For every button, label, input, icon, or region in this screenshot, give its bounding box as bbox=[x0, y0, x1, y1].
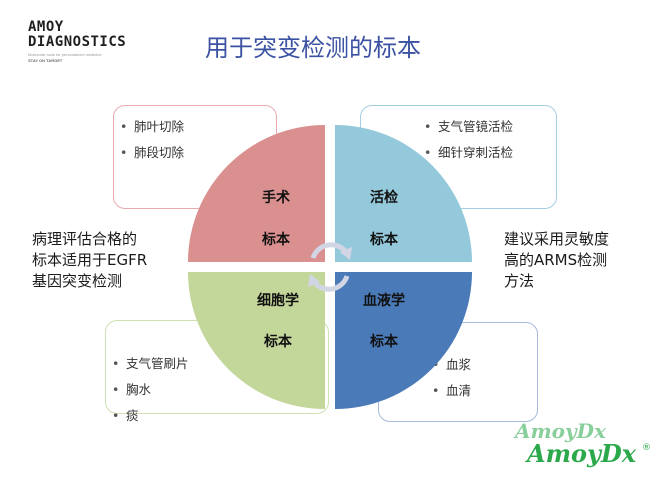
logo-subtitle: Molecular tools for personalized medicin… bbox=[28, 52, 102, 57]
blood-label-line2: 标本 bbox=[369, 333, 399, 350]
list-item: • 血清 bbox=[432, 378, 471, 404]
list-item-text: 胸水 bbox=[126, 382, 152, 397]
list-item: • 肺段切除 bbox=[120, 140, 184, 166]
list-item: • 支气管刷片 bbox=[112, 351, 189, 377]
biopsy-label-line2: 标本 bbox=[369, 231, 399, 248]
cytology-quadrant bbox=[188, 272, 325, 409]
list-item-text: 肺段切除 bbox=[134, 145, 185, 160]
list-item-text: 痰 bbox=[126, 408, 139, 423]
list-item-text: 支气管刷片 bbox=[126, 356, 189, 371]
cycle-arrows-icon bbox=[310, 242, 350, 292]
company-logo: AMOY DIAGNOSTICS Molecular tools for per… bbox=[28, 19, 127, 64]
list-item: • 细针穿刺活检 bbox=[424, 140, 513, 166]
cytology-list: •支气管刷片 •胸水 •痰 bbox=[112, 351, 189, 429]
bullet-icon: • bbox=[424, 119, 432, 134]
bullet-icon: • bbox=[112, 382, 120, 397]
amoydx-logo-text: AmoyDx bbox=[525, 439, 637, 468]
bullet-icon: • bbox=[424, 145, 432, 160]
left-note: 病理评估合格的 标本适用于EGFR 基因突变检测 bbox=[32, 230, 148, 290]
amoydx-logo: AmoyDx AmoyDx ® bbox=[513, 419, 651, 468]
logo-tagline: STAY ON TARGET bbox=[28, 58, 63, 63]
biopsy-label-line1: 活检 bbox=[370, 189, 398, 206]
surgery-list: • 肺叶切除 • 肺段切除 bbox=[120, 114, 184, 166]
arrowheads bbox=[308, 247, 352, 287]
bullet-icon: • bbox=[112, 408, 120, 423]
surgery-label-line1: 手术 bbox=[262, 189, 290, 206]
list-item-text: 肺叶切除 bbox=[134, 119, 185, 134]
cytology-label-line1: 细胞学 bbox=[257, 292, 299, 309]
biopsy-list: • 支气管镜活检 • 细针穿刺活检 bbox=[424, 114, 513, 166]
cytology-label-line2: 标本 bbox=[263, 333, 293, 350]
logo-text-line1: AMOY bbox=[28, 19, 64, 35]
logo-text-line2: DIAGNOSTICS bbox=[28, 34, 127, 50]
list-item-text: 血浆 bbox=[446, 357, 472, 372]
list-item-text: 血清 bbox=[446, 383, 472, 398]
bullet-icon: • bbox=[120, 145, 128, 160]
surgery-label-line2: 标本 bbox=[261, 231, 291, 248]
bullet-icon: • bbox=[112, 356, 120, 371]
list-item: •痰 bbox=[112, 403, 189, 429]
list-item-text: 细针穿刺活检 bbox=[438, 145, 514, 160]
list-item: • 肺叶切除 bbox=[120, 114, 184, 140]
bullet-icon: • bbox=[432, 383, 440, 398]
right-note: 建议采用灵敏度 高的ARMS检测 方法 bbox=[504, 230, 610, 290]
bullet-icon: • bbox=[120, 119, 128, 134]
blood-label-line1: 血液学 bbox=[363, 292, 405, 309]
blood-quadrant bbox=[335, 272, 472, 409]
surgery-quadrant bbox=[188, 125, 325, 262]
biopsy-quadrant bbox=[335, 125, 472, 262]
slide-title: 用于突变检测的标本 bbox=[205, 34, 421, 62]
registered-mark-icon: ® bbox=[642, 443, 651, 453]
circle-quadrants bbox=[188, 125, 472, 409]
list-item-text: 支气管镜活检 bbox=[438, 119, 514, 134]
list-item: • 支气管镜活检 bbox=[424, 114, 513, 140]
list-item: • 胸水 bbox=[112, 377, 189, 403]
amoydx-logo-echo: AmoyDx bbox=[513, 419, 607, 443]
